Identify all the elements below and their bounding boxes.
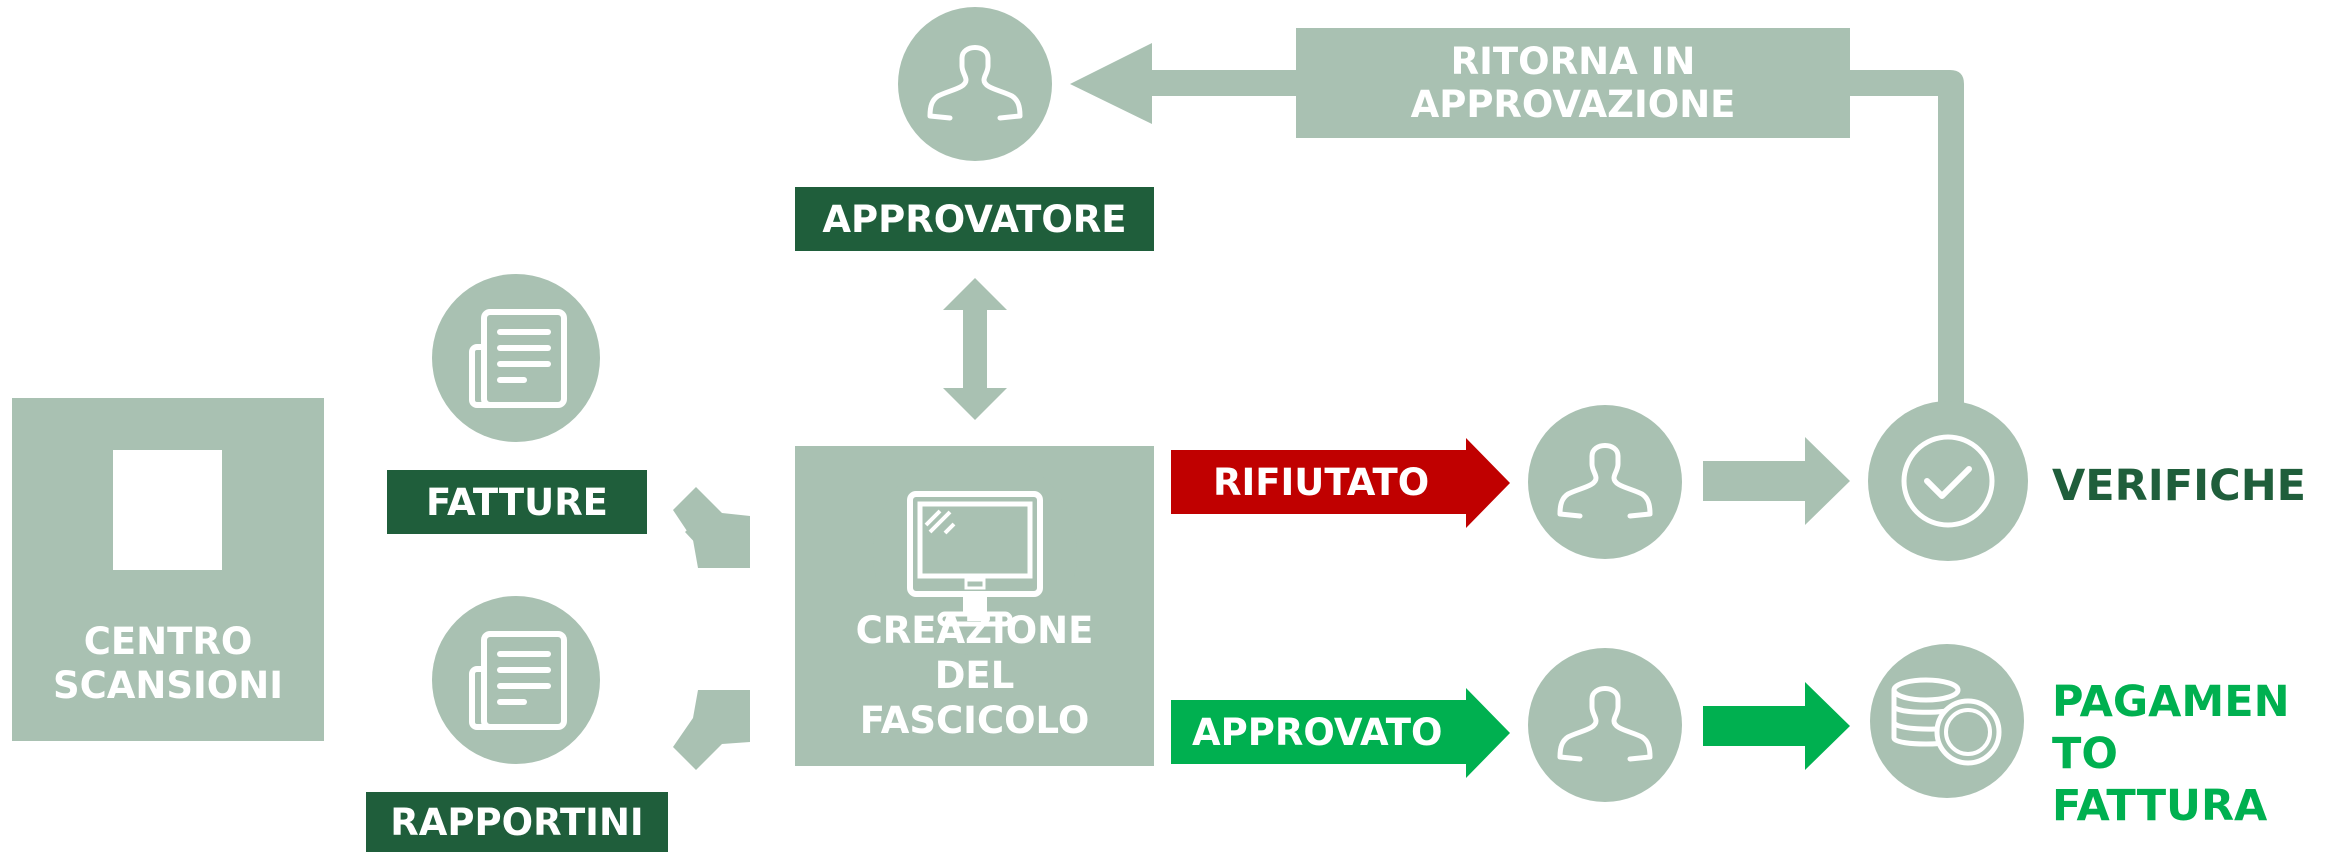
fatture-label-bg — [387, 470, 647, 534]
ritorna-label-bg — [1296, 28, 1850, 138]
return-to-approval-path — [1070, 43, 1964, 404]
rifiutato-arrow — [1171, 438, 1510, 528]
approvato-label: APPROVATO — [1192, 710, 1443, 754]
approvato-user-icon — [1528, 648, 1682, 802]
approvatore-user-icon — [898, 7, 1052, 161]
rifiutato-user-icon — [1528, 405, 1682, 559]
verifiche-label: VERIFICHE — [2052, 461, 2307, 511]
square-icon — [113, 450, 222, 570]
check-circle-icon — [1868, 401, 2028, 561]
approvato-arrow — [1171, 688, 1510, 778]
approvatore-label-bg — [795, 187, 1154, 251]
arrow-fatture-to-creazione — [673, 487, 750, 568]
ritorna-label: RITORNA IN APPROVAZIONE — [1410, 40, 1736, 126]
rapportini-label-bg — [366, 792, 668, 852]
approvatore-label: APPROVATORE — [822, 197, 1127, 241]
rifiutato-label: RIFIUTATO — [1213, 460, 1430, 504]
creazione-label: CREAZIONE DEL FASCICOLO — [855, 609, 1094, 742]
coins-euro-icon — [1870, 644, 2024, 798]
pagamento-label: PAGAMEN TO FATTURA — [2052, 677, 2290, 831]
arrow-approvatore-creazione — [943, 278, 1007, 420]
rapportini-document-icon — [432, 596, 600, 764]
fatture-label: FATTURE — [426, 480, 608, 524]
arrow-to-pagamento — [1703, 682, 1850, 770]
monitor-icon — [873, 451, 1077, 655]
centro-scansioni-label: CENTRO SCANSIONI — [52, 620, 283, 708]
arrow-rapportini-to-creazione — [673, 690, 750, 770]
arrow-to-verifiche — [1703, 437, 1850, 525]
fatture-document-icon — [432, 274, 600, 442]
rapportini-label: RAPPORTINI — [390, 800, 644, 844]
